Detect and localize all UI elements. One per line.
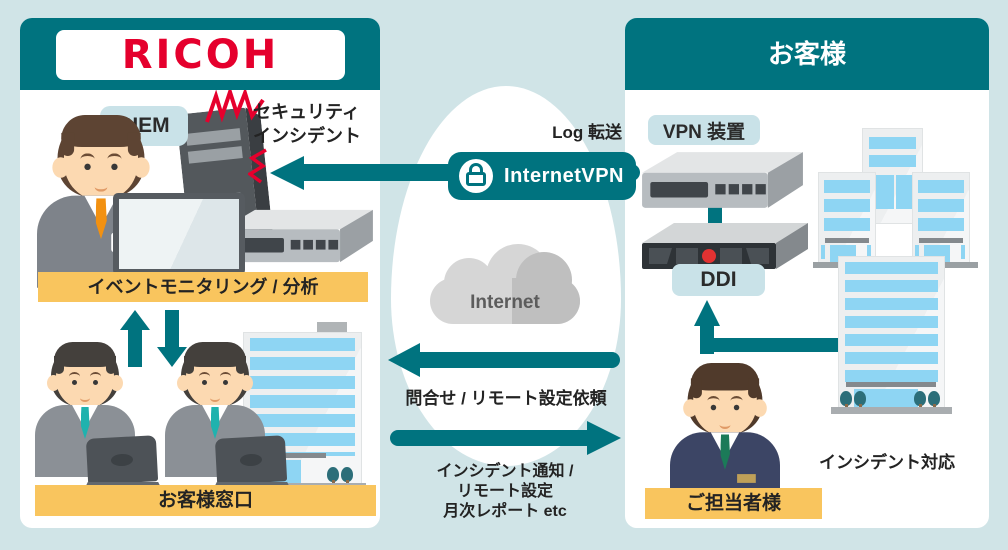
customer-panel: お客様 VPN 装置 — [625, 18, 989, 528]
notification-line1: インシデント通知 / — [436, 463, 574, 480]
notification-line2: リモート設定 — [456, 483, 553, 500]
customer-desk-label: お客様窓口 — [35, 485, 376, 516]
customer-buildings-illustration — [813, 110, 988, 422]
security-incident-line2: インシデント — [253, 126, 361, 146]
ricoh-logo-box: RICOH — [56, 30, 345, 80]
tree-icon — [928, 391, 940, 410]
laptop-illustration — [212, 435, 292, 492]
notification-label: インシデント通知 / リモート設定 月次レポート etc — [403, 462, 607, 522]
internet-label: Internet — [470, 292, 540, 313]
alert-burst-small-icon — [248, 148, 267, 184]
tree-icon — [341, 467, 353, 486]
alert-burst-icon — [205, 90, 265, 123]
ricoh-panel: RICOH セキュリティ インシデント SIEM — [20, 18, 380, 528]
arrow-up-icon — [120, 310, 150, 367]
contact-person-label: ご担当者様 — [645, 488, 822, 519]
inquiry-label: 問合せ / リモート設定依頼 — [405, 389, 607, 408]
notification-arrow-band — [390, 430, 587, 446]
network-device-illustration — [222, 209, 373, 263]
security-incident-text: セキュリティ インシデント — [253, 100, 393, 148]
tree-icon — [914, 391, 926, 410]
ddi-device-illustration — [642, 223, 808, 269]
customer-panel-header: お客様 — [625, 18, 989, 90]
ddi-chip: DDI — [672, 264, 765, 296]
customer-title: お客様 — [767, 39, 846, 69]
lock-icon — [459, 159, 493, 193]
incident-response-label: インシデント対応 — [819, 453, 955, 472]
notification-arrowhead-icon — [587, 421, 621, 455]
tree-icon — [327, 467, 339, 486]
monitor-screen — [119, 199, 239, 269]
tree-icon — [840, 391, 852, 410]
internet-vpn-pill: InternetVPN — [448, 152, 636, 200]
security-incident-line1: セキュリティ — [253, 102, 360, 122]
log-transfer-arrowhead-icon — [270, 156, 304, 190]
vpn-device-illustration — [642, 152, 803, 208]
log-transfer-label: Log 転送 — [552, 123, 622, 142]
inquiry-arrow-band — [419, 352, 620, 368]
notification-line3: 月次レポート etc — [443, 503, 567, 520]
arrow-down-icon — [157, 310, 187, 367]
internet-vpn-label: InternetVPN — [504, 165, 624, 187]
inquiry-arrowhead-icon — [388, 343, 420, 377]
pocket-square — [737, 474, 756, 483]
ddi-arrow-horizontal — [700, 338, 839, 352]
laptop-illustration — [83, 435, 163, 492]
ricoh-panel-header: RICOH — [20, 18, 380, 90]
ricoh-logo: RICOH — [121, 32, 280, 78]
tree-icon — [854, 391, 866, 410]
ddi-arrow-head-icon — [694, 300, 720, 326]
event-monitoring-label: イベントモニタリング / 分析 — [38, 272, 368, 302]
monitor-illustration — [113, 193, 245, 305]
vpn-device-chip: VPN 装置 — [648, 115, 760, 145]
internet-cloud-icon: Internet — [430, 240, 580, 336]
